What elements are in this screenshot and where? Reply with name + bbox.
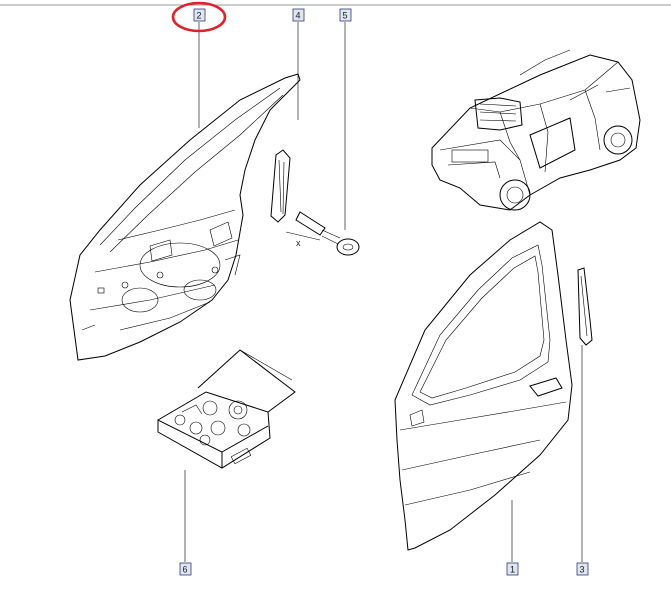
callout-4: 4 [292, 8, 305, 22]
callout-label-4: 4 [296, 11, 301, 21]
inner-door-frame [69, 73, 301, 361]
axis-mark: x [296, 238, 301, 248]
leader-lines [184, 22, 583, 562]
bolt-part [285, 211, 360, 256]
callout-label-6: 6 [183, 565, 188, 575]
callout-3: 3 [576, 562, 589, 576]
callout-1: 1 [506, 562, 519, 576]
door-seal-part [577, 267, 593, 346]
car-illustration [431, 49, 641, 211]
callout-5: 5 [339, 8, 352, 22]
callout-label-5: 5 [343, 11, 348, 21]
callout-label-1: 1 [510, 565, 515, 575]
callout-6: 6 [179, 562, 192, 576]
callout-2: 2 [193, 8, 206, 22]
seal-strip-part [270, 149, 291, 223]
callout-label-2: 2 [197, 11, 202, 21]
highlight-ring [171, 1, 227, 33]
clips-box [157, 349, 296, 469]
outer-door [394, 221, 573, 551]
callout-label-3: 3 [580, 565, 585, 575]
